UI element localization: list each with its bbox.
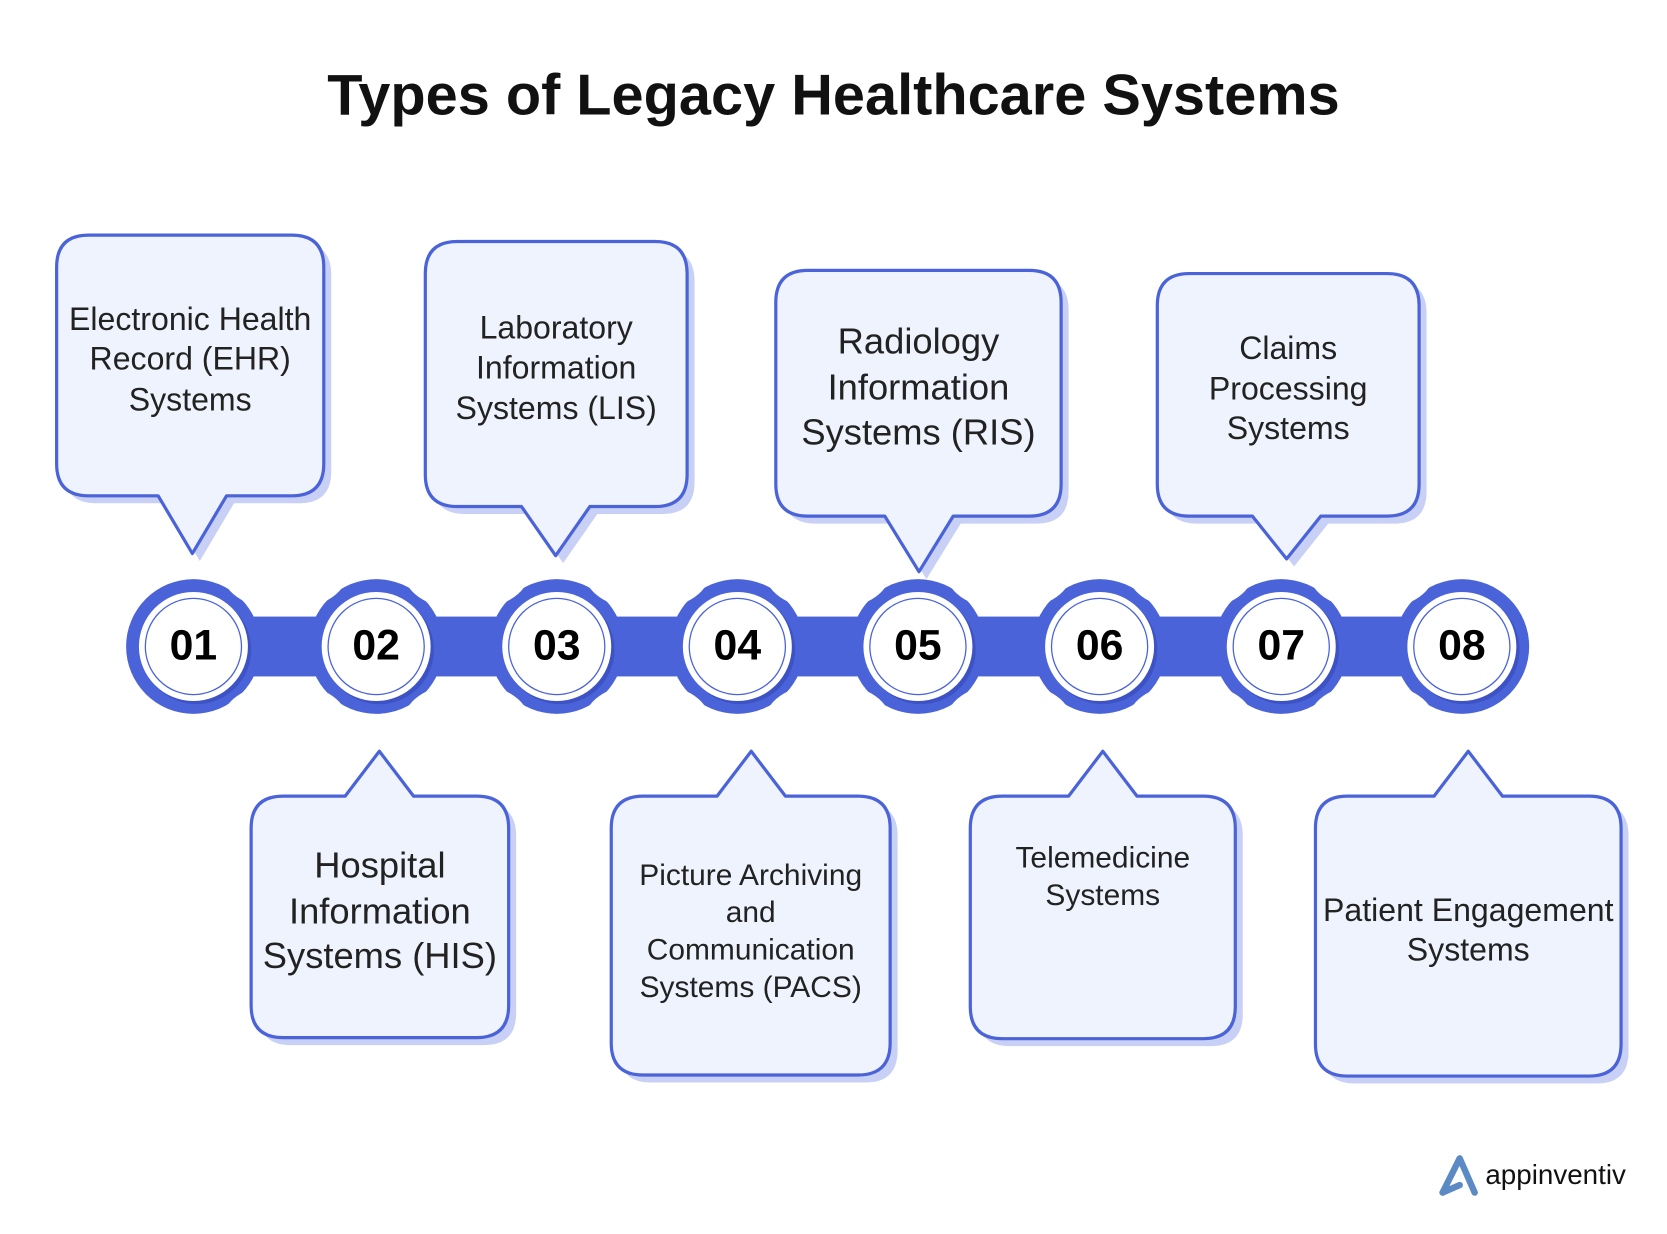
step-number-06: 06	[1075, 621, 1124, 669]
step-circle	[863, 592, 973, 702]
band-notch	[222, 537, 347, 611]
step-number-01: 01	[169, 621, 218, 669]
step-inner-ring	[1413, 597, 1511, 696]
step-inner-ring	[144, 597, 243, 696]
callout-box	[423, 239, 689, 558]
step-circle	[502, 592, 612, 702]
band-notch	[1128, 537, 1253, 611]
step-inner-ring	[327, 597, 425, 696]
page-title: Types of Legacy Healthcare Systems	[327, 63, 1340, 128]
step-number-03: 03	[532, 621, 581, 669]
band-notch	[1309, 682, 1434, 756]
step-circle	[1407, 592, 1517, 702]
step-label-06: Telemedicine Systems	[1015, 840, 1191, 912]
callout-box	[249, 749, 511, 1040]
step-circle	[682, 592, 792, 702]
step-label-04: Picture Archiving and Communication Syst…	[639, 857, 863, 1003]
step-inner-ring	[508, 597, 606, 696]
step-label-07: Claims Processing Systems	[1208, 331, 1368, 447]
step-inner-ring	[869, 597, 967, 696]
appinventiv-logo: appinventiv	[1438, 1152, 1626, 1197]
callout-box	[774, 268, 1063, 574]
step-circle	[1045, 592, 1155, 702]
step-number-04: 04	[713, 621, 762, 669]
callout-box	[968, 749, 1237, 1041]
logo-mark-icon	[1439, 1155, 1478, 1196]
callout-box	[609, 749, 892, 1077]
band-notch	[585, 537, 710, 611]
logo-text: appinventiv	[1485, 1157, 1626, 1190]
band-notch	[404, 682, 529, 756]
step-circle	[321, 592, 431, 702]
step-label-02: Hospital Information Systems (HIS)	[262, 845, 497, 977]
band-notch	[765, 537, 890, 611]
callout-box	[55, 233, 326, 556]
step-inner-ring	[1050, 597, 1149, 696]
band-notch	[1128, 682, 1253, 756]
band-notch	[946, 537, 1071, 611]
step-number-08: 08	[1438, 621, 1486, 669]
step-circle	[1226, 592, 1336, 702]
band-notch	[1309, 537, 1434, 611]
step-inner-ring	[1232, 597, 1330, 696]
step-label-01: Electronic Health Record (EHR) Systems	[69, 302, 312, 418]
band-notch	[404, 537, 529, 611]
step-number-07: 07	[1257, 621, 1306, 669]
callout-box	[1155, 271, 1421, 561]
step-inner-ring	[688, 597, 787, 696]
band-notch	[946, 682, 1071, 756]
band-notch	[765, 682, 890, 756]
step-circle	[138, 592, 248, 702]
step-number-02: 02	[352, 621, 400, 669]
band-notch	[222, 682, 347, 756]
callout-box	[1313, 749, 1623, 1078]
step-label-08: Patient Engagement Systems	[1322, 892, 1614, 969]
band-notch	[585, 682, 710, 756]
step-label-03: Laboratory Information Systems (LIS)	[455, 310, 657, 427]
step-number-05: 05	[894, 621, 942, 669]
step-label-05: Radiology Information Systems (RIS)	[801, 321, 1036, 454]
